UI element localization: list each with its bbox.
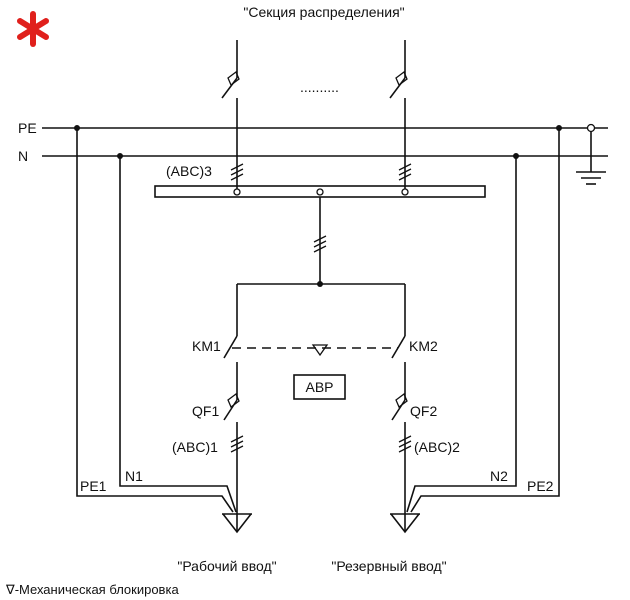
abc2-label: (ABC)2: [414, 439, 460, 455]
avr-label: АВР: [305, 379, 333, 395]
legend-text: ∇-Механическая блокировка: [5, 582, 179, 597]
phase-marks-feeder-right: [398, 163, 412, 181]
n2-conductor: [406, 156, 517, 513]
ground-icon: [576, 131, 606, 185]
pe1-label: PE1: [80, 478, 107, 494]
n1-conductor: [119, 156, 237, 513]
busbar-node-left: [233, 188, 241, 196]
pe-bus-label: PE: [18, 120, 37, 136]
busbar-node-center: [316, 188, 324, 196]
abc3-label: (ABC)3: [166, 163, 212, 179]
km1-label: KM1: [192, 338, 221, 354]
interlock-triangle-icon: [311, 344, 329, 357]
phase-marks-feeder-left: [230, 163, 244, 181]
phase-marks-right: [398, 435, 412, 453]
ground-junction: [586, 123, 596, 133]
n-bus-label: N: [18, 148, 28, 164]
avr-box: [293, 374, 346, 400]
section-label: "Секция распределения": [243, 4, 404, 20]
qf2-trip-mark: [395, 392, 408, 409]
phase-marks-center: [313, 235, 327, 253]
qf2-label: QF2: [410, 403, 437, 419]
top-feeders: [221, 40, 408, 192]
km2-label: KM2: [409, 338, 438, 354]
abc1-label: (ABC)1: [172, 439, 218, 455]
n1-label: N1: [125, 468, 143, 484]
feeder-dots: ..........: [300, 79, 339, 95]
pe2-conductor: [410, 128, 560, 513]
work-input-label: "Рабочий ввод": [177, 558, 276, 574]
reserve-input-symbol: [390, 505, 420, 534]
n2-label: N2: [490, 468, 508, 484]
pe2-label: PE2: [527, 478, 554, 494]
busbar-node-right: [401, 188, 409, 196]
qf1-trip-mark: [227, 392, 240, 409]
reserve-input-label: "Резервный ввод": [331, 558, 446, 574]
km1-contact: [223, 335, 238, 359]
phase-marks-left: [230, 435, 244, 453]
qf1-label: QF1: [192, 403, 219, 419]
asterisk-mark: [17, 11, 49, 47]
work-input-symbol: [222, 505, 252, 534]
pe1-conductor: [76, 128, 234, 513]
km2-contact: [391, 335, 406, 359]
qf2-contact: [391, 399, 406, 421]
qf1-contact: [223, 399, 238, 421]
